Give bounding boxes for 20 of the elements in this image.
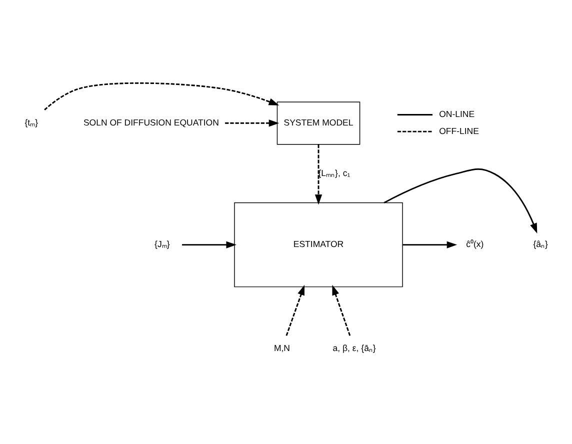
node-text: {âₙ} [533, 238, 548, 249]
node-box: ESTIMATOR [234, 202, 403, 287]
arrow [182, 240, 236, 248]
arrow [314, 144, 322, 204]
legend-label: ON-LINE [439, 108, 475, 119]
node-text: {Jₘ} [154, 238, 170, 249]
arrow [384, 168, 538, 233]
node-box: SYSTEM MODEL [276, 101, 360, 144]
node-text: SOLN OF DIFFUSION EQUATION [83, 116, 219, 127]
edge-label: {Lₘₙ}, c₁ [318, 168, 350, 178]
arrow [44, 82, 280, 110]
node-text: M,N [274, 342, 290, 353]
node-text: ĉ⁰(x) [466, 238, 484, 249]
arrow [225, 119, 280, 126]
arrow [402, 240, 458, 248]
arrow [332, 284, 351, 336]
legend-label: OFF-LINE [439, 125, 479, 136]
arrow [286, 284, 304, 336]
node-text: a, β, ε, {āₙ} [332, 342, 376, 353]
node-text: {tₘ} [24, 116, 38, 127]
